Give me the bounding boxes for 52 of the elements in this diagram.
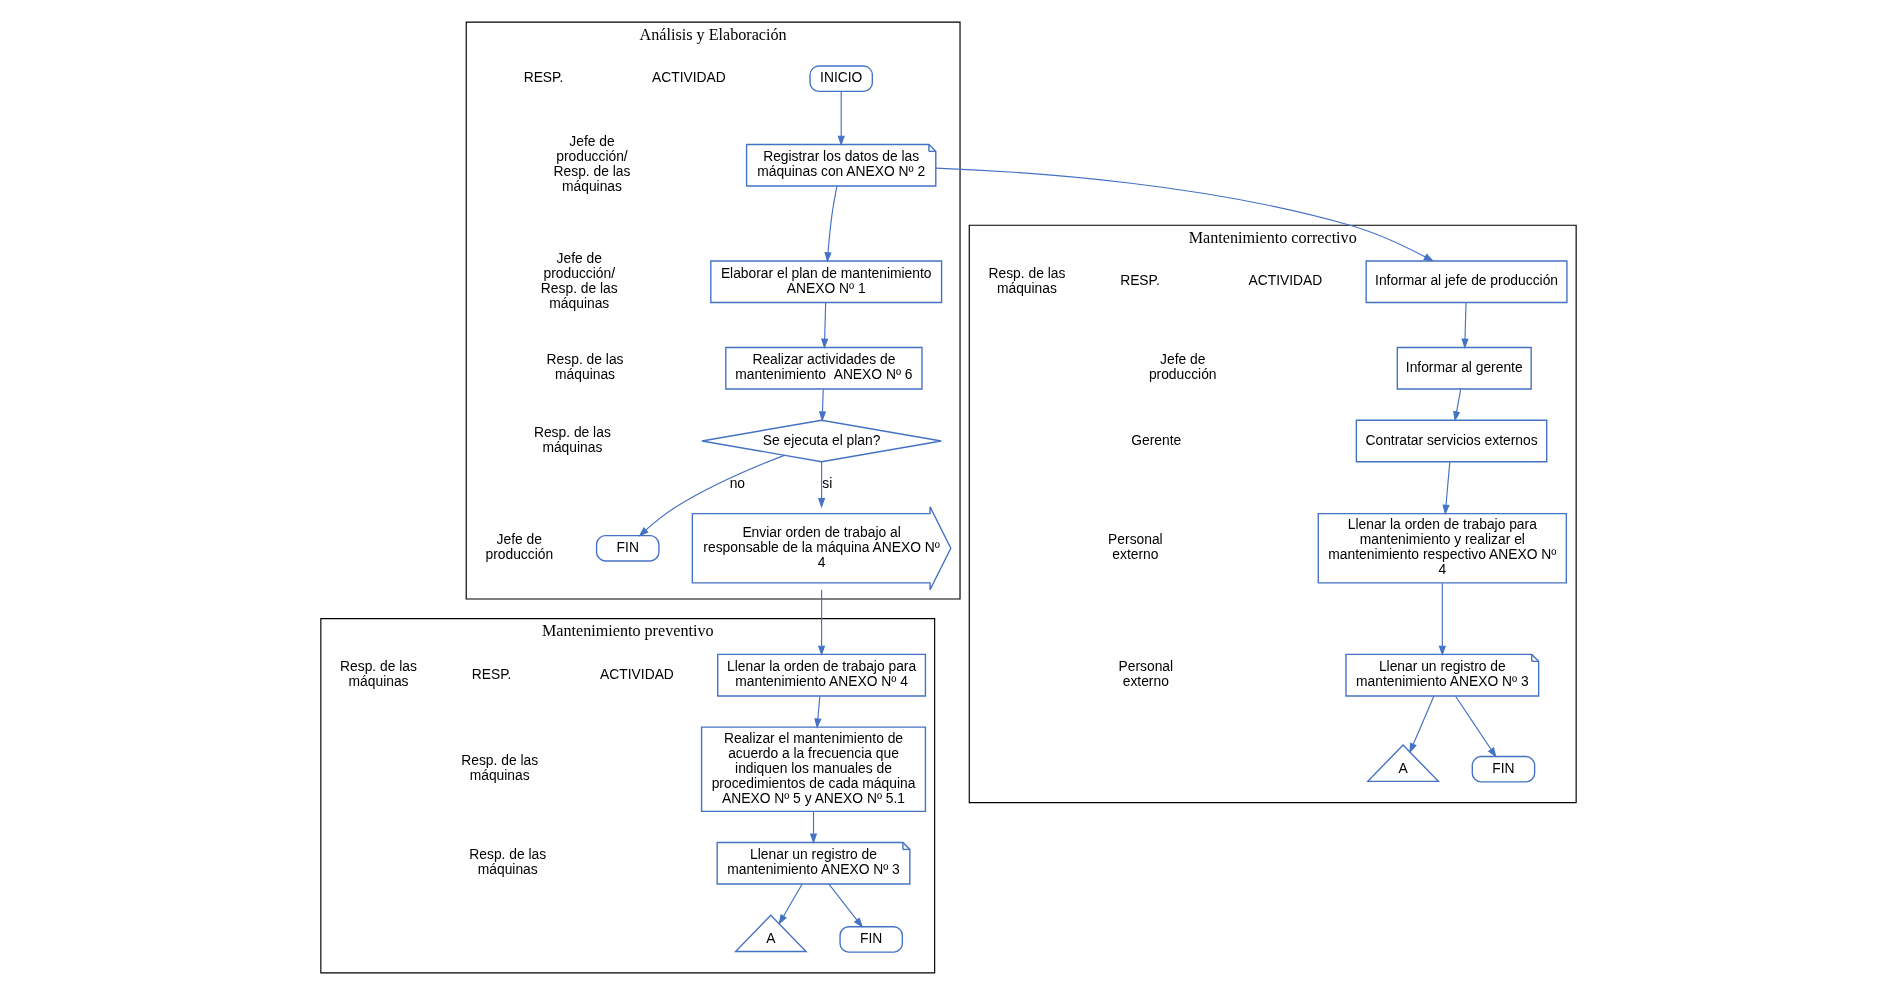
label: Jefe de producción/ Resp. de las máquinas — [553, 133, 630, 195]
label: ACTIVIDAD — [599, 665, 674, 682]
arrow — [934, 167, 1434, 262]
node-box: Informar al jefe de producción — [1365, 260, 1568, 304]
label: ACTIVIDAD — [1248, 272, 1322, 289]
arrow — [1441, 461, 1450, 516]
label: Jefe de producción — [1148, 351, 1217, 383]
arrow — [1454, 695, 1497, 758]
node-box: Elaborar el plan de mantenimiento ANEXO Nº 1 — [709, 260, 942, 304]
label: Personal externo — [1107, 531, 1163, 563]
label: Resp. de las máquinas — [533, 424, 611, 456]
node-box: Contratar servicios externos — [1355, 419, 1547, 463]
label: Resp. de las máquinas — [988, 264, 1065, 296]
node-box: INICIO — [808, 65, 873, 93]
label: Personal externo — [1118, 658, 1173, 690]
edge-label: si — [821, 474, 832, 491]
arrow — [817, 461, 825, 509]
arrow — [818, 388, 826, 422]
arrow — [837, 90, 845, 147]
label: RESP. — [523, 69, 563, 86]
label: Resp. de las máquinas — [460, 752, 538, 784]
node-box: FIN — [838, 926, 903, 953]
node-box: Llenar la orden de trabajo para mantenimiento ANEXO Nº 4 — [716, 653, 926, 697]
arrow — [809, 810, 817, 844]
label: ACTIVIDAD — [651, 69, 726, 86]
arrow — [817, 589, 825, 657]
label: Resp. de las máquinas — [339, 658, 417, 690]
node-box: Llenar la orden de trabajo para mantenimiento y realizar el mantenimiento respectivo ANEXO Nº 4 — [1317, 512, 1567, 584]
label: Resp. de las máquinas — [468, 846, 546, 878]
node-box: Informar al gerente — [1396, 346, 1532, 390]
label: Gerente — [1130, 431, 1181, 448]
arrow — [1438, 582, 1446, 657]
edge-label: no — [729, 474, 745, 491]
label: RESP. — [1119, 272, 1160, 289]
arrow — [637, 454, 785, 537]
arrow — [820, 302, 828, 350]
node-box: Realizar actividades de mantenimiento ANEXO Nº 6 — [724, 346, 923, 390]
arrow — [1408, 695, 1434, 754]
label: RESP. — [471, 665, 511, 682]
label: Resp. de las máquinas — [546, 351, 623, 383]
label: Jefe de producción — [484, 531, 553, 563]
arrow — [813, 695, 821, 729]
arrow — [778, 883, 803, 925]
node-box: FIN — [595, 534, 660, 562]
arrow — [1460, 302, 1469, 350]
node-diamond: Se ejecuta el plan? — [700, 419, 942, 463]
arrow — [827, 883, 863, 928]
node-box: FIN — [1471, 755, 1535, 783]
node-box: Realizar el mantenimiento de acuerdo a la frecuencia que indiquen los manuales de procedimientos de cada máquina ANEXO Nº 5 y ANEXO Nº 5.1 — [700, 726, 926, 813]
label: Jefe de producción/ Resp. de las máquinas — [540, 249, 618, 311]
arrow — [1452, 388, 1461, 422]
arrow — [823, 185, 838, 263]
